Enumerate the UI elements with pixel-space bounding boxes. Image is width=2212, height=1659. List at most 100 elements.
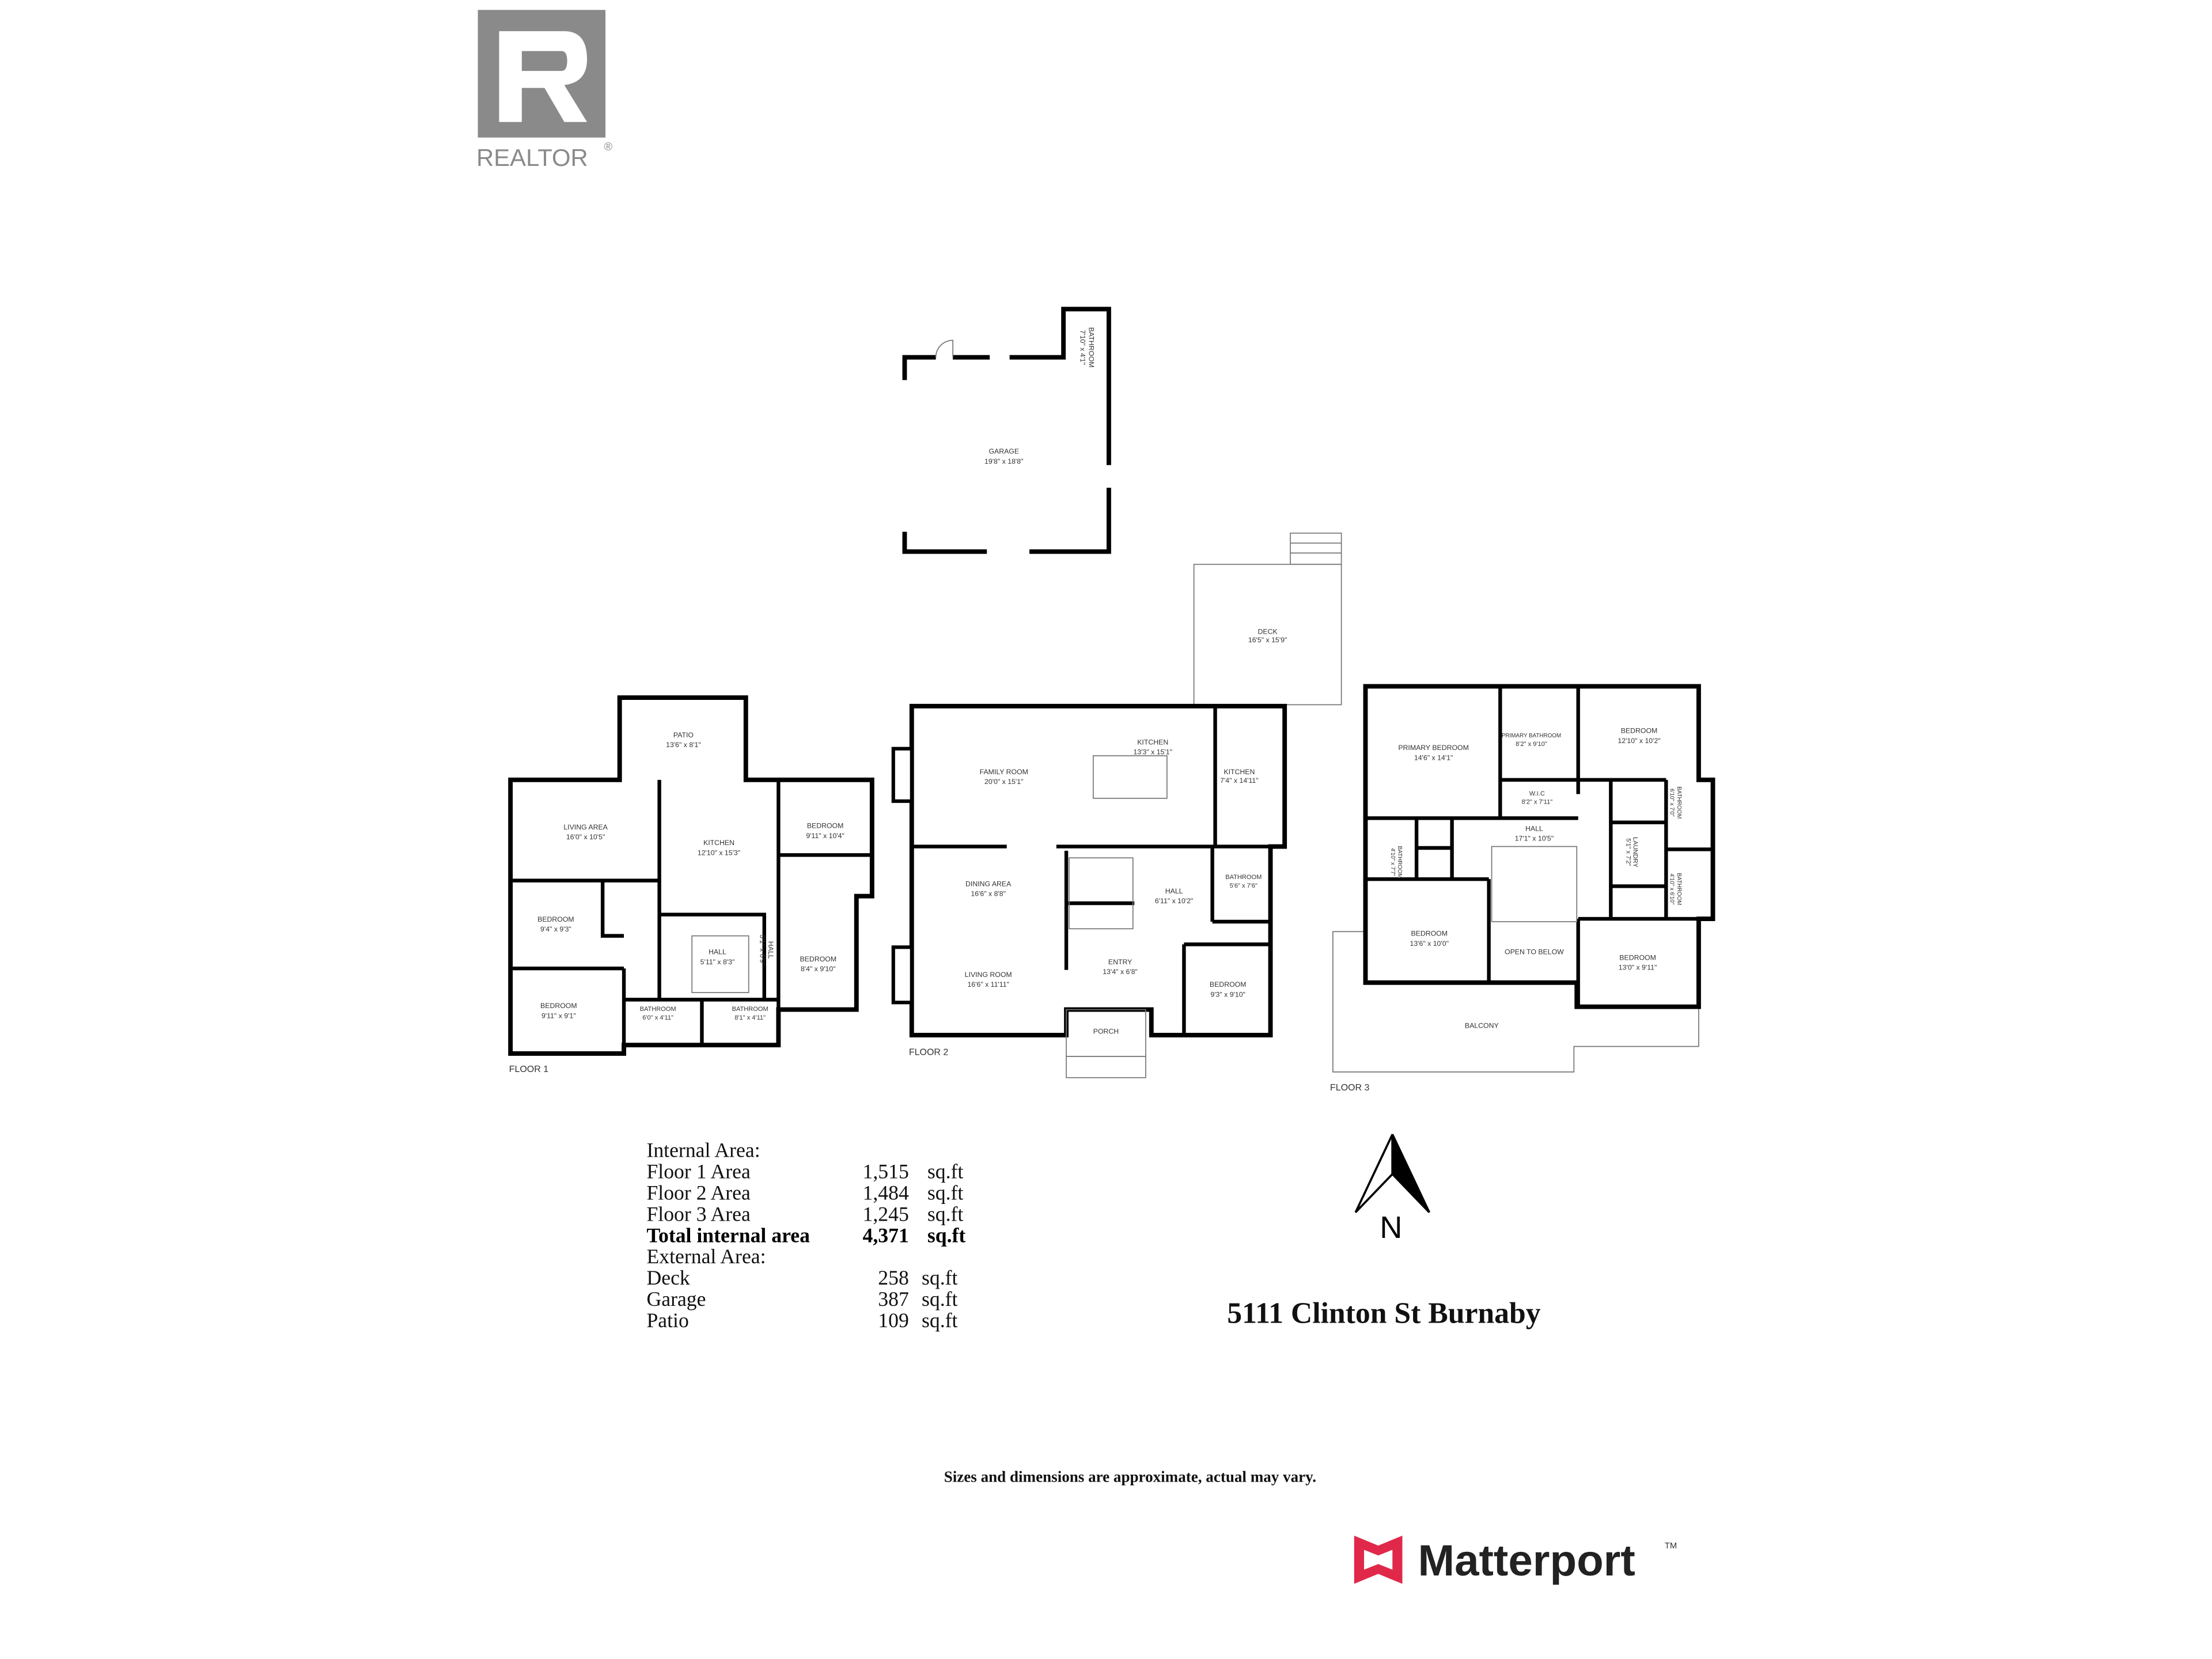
room-label: ENTRY — [1108, 958, 1132, 966]
area-value: 258 — [878, 1266, 909, 1289]
room-label: BATHROOM — [1676, 786, 1682, 819]
room-dims: 12'10" x 15'3" — [698, 849, 740, 857]
room-dims: 13'4" x 6'8" — [1103, 968, 1138, 976]
deck-plan: DECK 16'5" x 15'9" — [1193, 532, 1342, 706]
area-unit: sq.ft — [927, 1181, 964, 1204]
area-unit: sq.ft — [927, 1160, 964, 1183]
floor-1-plan: PATIO 13'6" x 8'1" LIVING AREA 16'0" x 1… — [508, 695, 874, 1074]
room-dims: 17'1" x 10'5" — [1515, 835, 1554, 843]
matterport-logo: Matterport TM — [1354, 1535, 1677, 1585]
room-dims: 8'4" x 9'10" — [801, 965, 836, 973]
area-label: Floor 3 Area — [646, 1202, 751, 1225]
room-label: DINING AREA — [965, 880, 1012, 888]
room-dims: 12'10" x 10'2" — [1618, 737, 1660, 745]
external-area-heading: External Area: — [646, 1245, 766, 1268]
room-dims: 16'0" x 10'5" — [566, 833, 605, 841]
room-label: BEDROOM — [537, 915, 574, 923]
area-value: 387 — [878, 1287, 909, 1310]
room-dims: 6'11" x 10'2" — [1155, 897, 1194, 905]
room-dims: 8'2" x 7'11" — [1521, 799, 1552, 806]
room-dims: 13'6" x 10'0" — [1410, 940, 1449, 948]
room-label: KITCHEN — [703, 839, 734, 847]
internal-area-heading: Internal Area: — [646, 1139, 760, 1162]
registered-mark: ® — [604, 141, 613, 153]
area-label: Floor 1 Area — [646, 1160, 751, 1183]
room-label: PRIMARY BEDROOM — [1398, 744, 1469, 752]
room-label: BATHROOM — [1225, 874, 1262, 881]
room-label: BEDROOM — [1210, 980, 1247, 988]
room-dims: 4'10" x 7'7" — [1389, 848, 1396, 876]
area-unit: sq.ft — [927, 1202, 964, 1225]
floor-label: FLOOR 2 — [909, 1047, 949, 1057]
area-label: Patio — [646, 1309, 688, 1332]
room-label: BATHROOM — [1396, 846, 1403, 878]
room-dims: 9'4" x 9'3" — [540, 925, 571, 933]
room-dims: 16'6" x 11'11" — [967, 980, 1009, 988]
room-dims: 16'5" x 15'9" — [1248, 636, 1287, 644]
room-label: KITCHEN — [1137, 738, 1168, 746]
area-unit: sq.ft — [922, 1309, 958, 1332]
area-table: Internal Area: Floor 1 Area 1,515 sq.ft … — [646, 1139, 965, 1332]
room-label: HALL — [1165, 887, 1183, 895]
area-label: Garage — [646, 1287, 706, 1310]
room-label: LAUNDRY — [1632, 837, 1639, 868]
room-label: PORCH — [1093, 1027, 1119, 1035]
room-label: PRIMARY BATHROOM — [1502, 733, 1561, 739]
room-label: BEDROOM — [800, 955, 837, 963]
floor-2-plan: FAMILY ROOM 20'0" x 15'1" KITCHEN 13'3" … — [891, 703, 1287, 1078]
total-area-unit: sq.ft — [927, 1224, 966, 1247]
room-label: BATHROOM — [640, 1006, 676, 1013]
room-dims: 5'1" x 7'2" — [1624, 838, 1631, 866]
room-label: FAMILY ROOM — [980, 768, 1028, 776]
room-label: OPEN TO BELOW — [1505, 948, 1564, 956]
area-value: 1,515 — [863, 1160, 909, 1183]
property-address: 5111 Clinton St Burnaby — [1227, 1297, 1540, 1330]
room-dims: 3'1" x 6'9" — [758, 934, 766, 965]
room-dims: 9'11" x 10'4" — [806, 832, 844, 840]
realtor-wordmark: REALTOR — [476, 144, 588, 171]
area-label: Floor 2 Area — [646, 1181, 751, 1204]
total-area-value: 4,371 — [863, 1224, 909, 1247]
room-label: HALL — [1525, 824, 1543, 832]
room-label: LIVING AREA — [563, 823, 608, 831]
floor-label: FLOOR 1 — [509, 1065, 549, 1074]
area-value: 1,245 — [863, 1202, 909, 1225]
room-label: HALL — [767, 941, 775, 959]
north-label: N — [1380, 1210, 1402, 1245]
room-dims: 19'8" x 18'8" — [984, 457, 1023, 465]
realtor-logo: REALTOR ® — [476, 10, 613, 171]
room-label: GARAGE — [988, 448, 1019, 456]
room-label: HALL — [709, 948, 726, 956]
room-dims: 5'6" x 7'6" — [1230, 882, 1257, 889]
area-value: 109 — [878, 1309, 909, 1332]
room-label: W.I.C — [1529, 790, 1545, 797]
room-dims: 14'6" x 14'1" — [1414, 753, 1453, 762]
room-dims: 13'6" x 8'1" — [666, 741, 701, 749]
room-label: BATHROOM — [732, 1006, 768, 1013]
garage-plan: GARAGE 19'8" x 18'8" BATHROOM 7'10" x 4'… — [902, 306, 1111, 554]
room-label: BEDROOM — [1621, 727, 1658, 735]
floor-label: FLOOR 3 — [1330, 1083, 1370, 1093]
room-dims: 9'3" x 9'10" — [1210, 990, 1245, 998]
room-dims: 5'11" x 8'3" — [700, 958, 735, 966]
room-dims: 7'10" x 4'1" — [1079, 330, 1087, 365]
room-dims: 6'0" x 4'11" — [642, 1014, 673, 1021]
room-dims: 7'4" x 14'11" — [1220, 777, 1259, 785]
room-label: BEDROOM — [807, 822, 844, 830]
room-label: PATIO — [673, 731, 694, 739]
room-label: DECK — [1258, 627, 1278, 635]
room-dims: 13'0" x 9'11" — [1619, 964, 1657, 972]
room-label: BEDROOM — [540, 1002, 577, 1010]
area-unit: sq.ft — [922, 1287, 958, 1310]
room-dims: 8'1" x 4'11" — [734, 1014, 766, 1021]
area-value: 1,484 — [863, 1181, 909, 1204]
room-label: BEDROOM — [1411, 930, 1448, 938]
room-label: BATHROOM — [1676, 873, 1682, 905]
room-dims: 16'6" x 8'8" — [971, 890, 1006, 898]
trademark: TM — [1665, 1541, 1677, 1551]
room-label: BALCONY — [1465, 1022, 1499, 1030]
room-dims: 8'2" x 9'10" — [1516, 741, 1547, 748]
matterport-wordmark: Matterport — [1418, 1536, 1635, 1585]
area-label: Deck — [646, 1266, 690, 1289]
